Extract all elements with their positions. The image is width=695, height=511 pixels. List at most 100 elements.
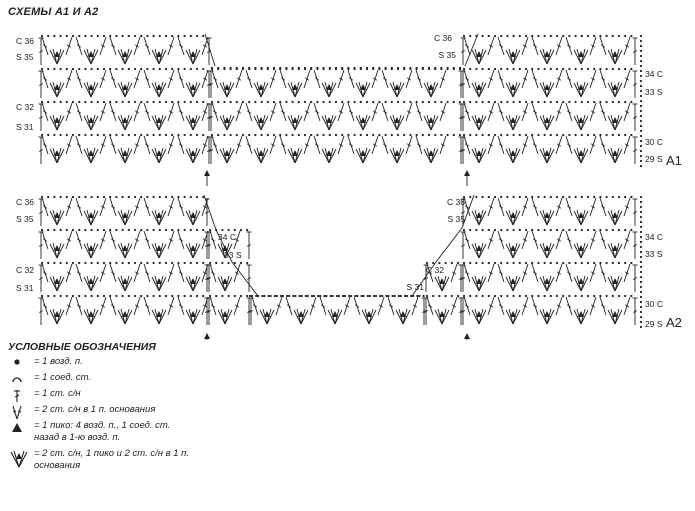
double-crochet-icon [286,304,292,308]
chain-icon [248,133,251,137]
chain-icon [353,133,356,137]
chain-icon [599,228,602,232]
shell-icon [395,309,404,325]
chain-icon [387,294,390,298]
chain-icon [115,195,118,199]
row-label-right: 30 С [645,137,663,147]
chain-icon [47,133,50,137]
double-crochet-icon [314,143,320,147]
row-label-right: 30 С [645,299,663,309]
chain-icon [102,100,106,104]
double-crochet-icon [556,304,562,308]
chain-icon [254,66,257,70]
chain-icon [493,195,497,199]
chain-icon [555,133,559,137]
picot-icon [439,311,445,317]
double-crochet-icon [206,310,212,313]
chain-icon [611,67,614,71]
double-crochet-icon [416,143,422,147]
double-crochet-icon [202,238,208,242]
double-crochet-icon [556,205,562,209]
picot-icon [54,51,60,57]
chain-icon [568,228,571,232]
chain-icon [555,294,559,298]
chain-icon [630,34,633,38]
chain-icon [241,133,245,137]
double-crochet-icon [276,304,282,308]
shell-icon [478,243,487,259]
chain-icon [444,261,447,265]
double-crochet-icon [590,304,596,308]
chain-icon [202,67,205,71]
shell-icon [192,82,201,98]
shell-icon [260,115,269,131]
double-crochet-icon [416,77,422,81]
double-crochet-icon [522,304,528,308]
shell-icon [614,243,623,259]
shell-icon [321,148,330,164]
picot-icon [544,212,550,218]
picot-icon [578,245,584,251]
row-label-inner: С 36 [434,33,452,43]
shell-icon [389,115,398,131]
chain-icon [127,100,130,104]
double-crochet-icon [100,143,106,147]
chain-icon [487,100,490,104]
chain-icon [456,294,460,298]
double-crochet-icon [144,238,150,242]
chain-icon [164,261,168,265]
double-crochet-icon [66,304,72,308]
chain-icon [580,195,583,199]
row-label-left: С 32 [16,102,34,112]
chain-icon [241,100,245,104]
shell-icon [505,82,514,98]
picot-icon [264,311,270,317]
row-label-right: 29 S [645,154,663,164]
picot-icon [54,212,60,218]
picot-icon [510,245,516,251]
picot-icon [428,150,434,156]
chain-icon [78,195,81,199]
picot-icon [544,117,550,123]
picot-icon [190,278,196,284]
double-crochet-icon [66,110,72,114]
chain-icon [229,133,232,137]
chain-icon [285,133,288,137]
chain-icon [444,294,447,298]
shell-icon [512,243,521,259]
chain-icon [127,133,130,137]
chain-icon [531,133,534,137]
chain-icon [372,100,375,104]
chain-icon [341,66,344,70]
double-crochet-icon [556,238,562,242]
chain-icon [493,133,497,137]
chain-icon [246,294,249,298]
double-crochet-icon [460,277,466,280]
double-crochet-icon [270,110,276,114]
shell-icon [539,49,548,65]
chain-icon [133,294,137,298]
picot-icon [122,212,128,218]
picot-icon [612,150,618,156]
chain-icon [59,34,62,38]
shell-icon [478,115,487,131]
chain-icon [229,100,232,104]
double-crochet-icon [624,110,630,114]
shell-icon [294,115,303,131]
picot-icon [400,311,406,317]
double-crochet-icon [110,77,116,81]
shell-icon [478,210,487,226]
chain-icon [611,195,614,199]
chain-icon [456,261,460,265]
double-crochet-icon [246,244,252,247]
shell-icon [355,148,364,164]
chain-icon [47,100,50,104]
chain-icon [639,310,643,314]
picot-icon [224,84,230,90]
shell-icon [224,309,233,325]
shell-icon [253,148,262,164]
chain-icon [537,67,540,71]
chain-icon [47,294,50,298]
shell-icon [219,115,228,131]
picot-icon [578,51,584,57]
